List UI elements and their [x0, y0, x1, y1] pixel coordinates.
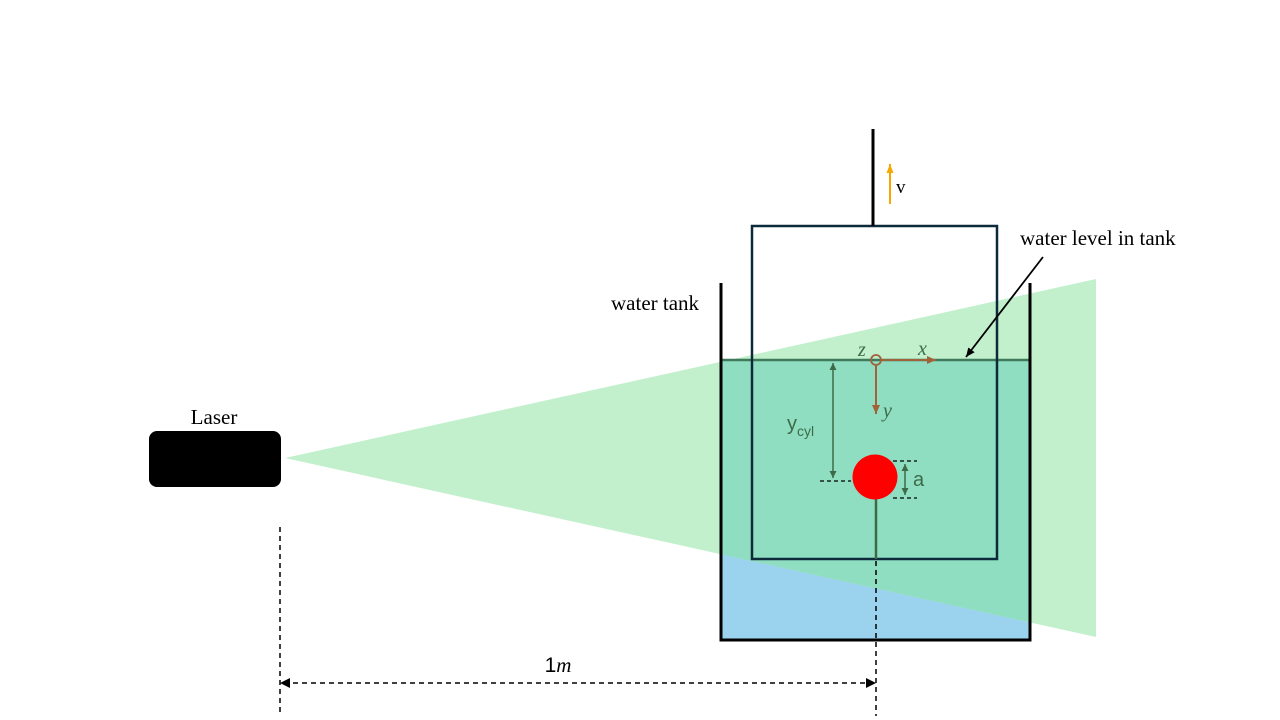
- water-level-label: water level in tank: [1020, 226, 1176, 250]
- water-tank-label: water tank: [611, 291, 700, 315]
- laser-label: Laser: [191, 405, 238, 429]
- x-axis-label: x: [917, 338, 927, 360]
- water-tank-walls: [719, 283, 1032, 642]
- cylinder: [852, 454, 898, 500]
- water-level-pointer: [965, 256, 1044, 358]
- laser-body: [149, 431, 281, 487]
- radius-label: a: [913, 469, 925, 491]
- y-cyl-label: ycyl: [787, 413, 814, 439]
- z-axis-symbol: [870, 354, 882, 366]
- distance-value: 1: [545, 654, 557, 677]
- y-cyl-label-subscript: cyl: [797, 423, 814, 439]
- distance-unit: m: [556, 653, 571, 677]
- distance-label: 1m: [545, 653, 572, 677]
- z-axis-label: z: [857, 339, 866, 361]
- velocity-label: v: [896, 177, 906, 198]
- distance-arrowhead-right: [866, 678, 876, 688]
- distance-arrowhead-left: [280, 678, 290, 688]
- y-cyl-label-main: y: [787, 413, 797, 435]
- y-axis-label: y: [881, 400, 892, 422]
